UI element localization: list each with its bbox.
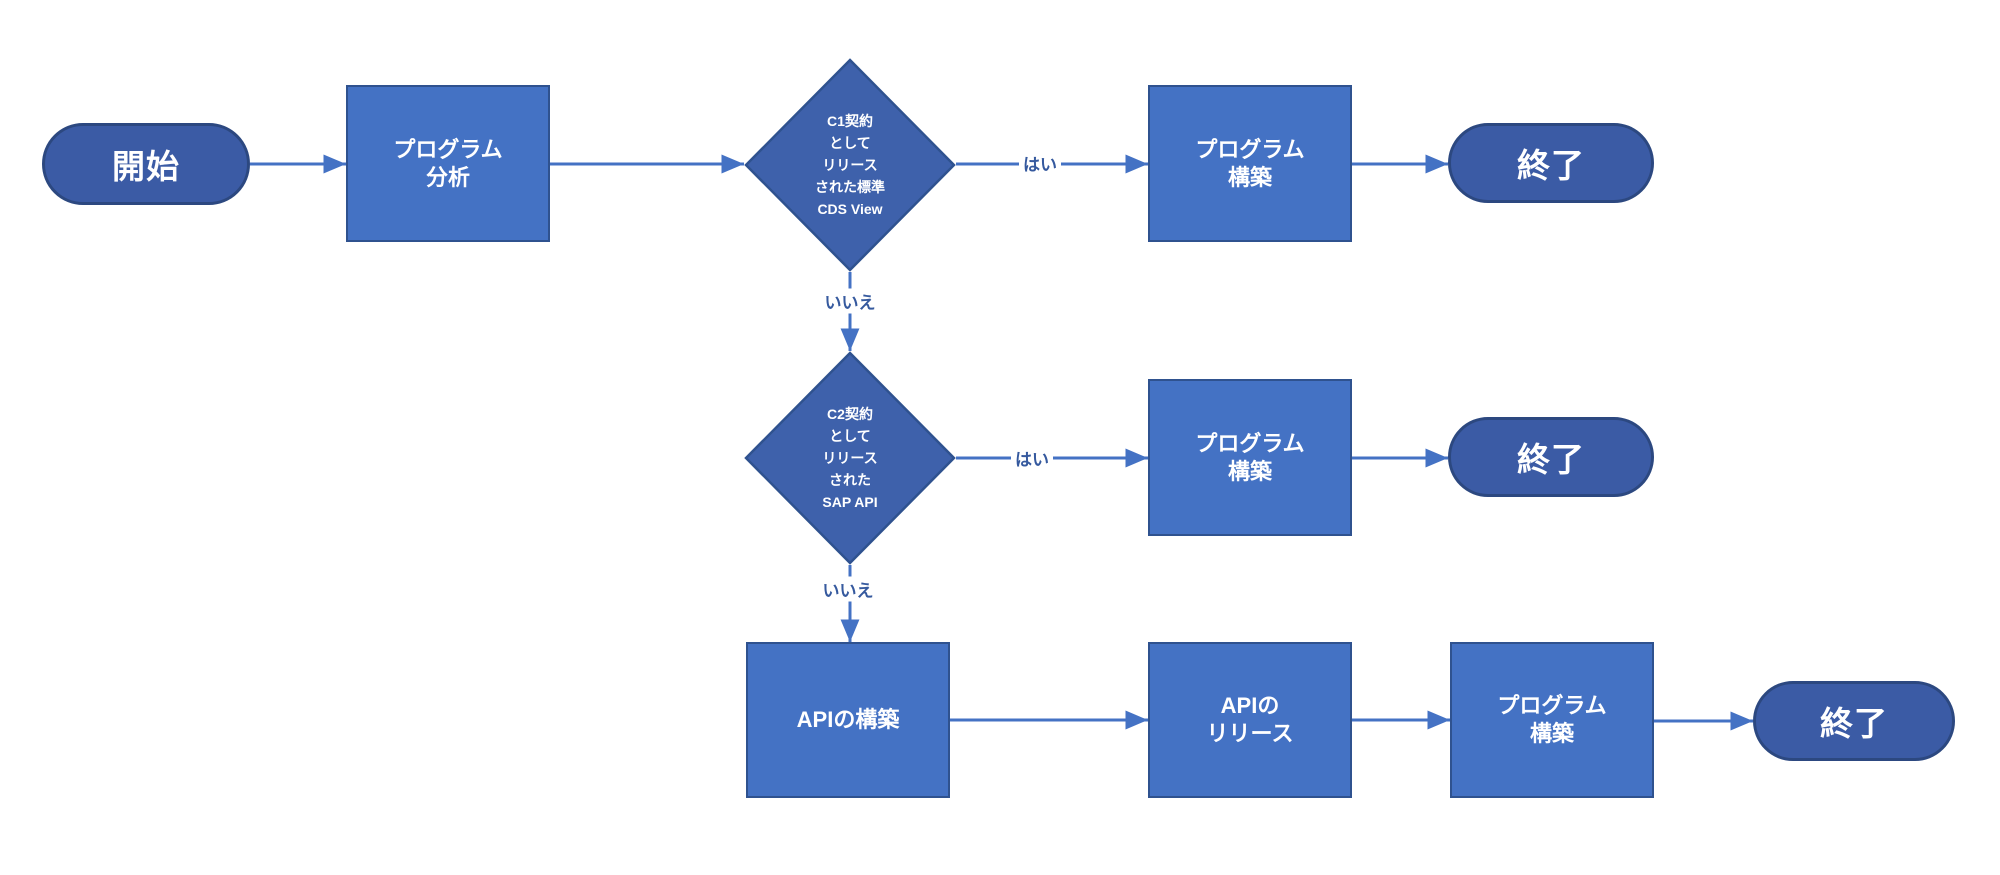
diamond-shape-icon xyxy=(744,351,956,565)
decision-sap-api-label: C2契約 として リリース された SAP API xyxy=(822,406,878,510)
edge-label-no-1: いいえ xyxy=(820,288,880,314)
end-node-1-label: 終了 xyxy=(1517,147,1585,184)
decision-sap-api: C2契約 として リリース された SAP API xyxy=(744,351,956,565)
start-node: 開始 xyxy=(42,123,250,205)
end-node-2: 終了 xyxy=(1448,417,1654,497)
process-program-build-3-label: プログラム 構築 xyxy=(1497,693,1607,746)
edge-label-no-2: いいえ xyxy=(818,576,878,602)
process-api-release-label: APIの リリース xyxy=(1206,693,1294,746)
start-node-label: 開始 xyxy=(112,148,180,185)
decision-cds-view: C1契約 として リリース された標準 CDS View xyxy=(744,58,956,272)
decision-cds-view-label: C1契約 として リリース された標準 CDS View xyxy=(815,113,885,217)
edge-label-yes-2: はい xyxy=(1011,445,1053,471)
process-program-build-1: プログラム 構築 xyxy=(1148,85,1352,242)
process-program-build-2-label: プログラム 構築 xyxy=(1195,430,1305,484)
edge-label-yes-1: はい xyxy=(1019,150,1061,176)
end-node-1: 終了 xyxy=(1448,123,1654,203)
end-node-2-label: 終了 xyxy=(1517,441,1585,478)
process-program-analysis: プログラム 分析 xyxy=(346,85,550,242)
process-api-build: APIの構築 xyxy=(746,642,950,798)
diamond-shape-icon xyxy=(744,58,956,272)
process-program-build-3: プログラム 構築 xyxy=(1450,642,1654,798)
end-node-3: 終了 xyxy=(1753,681,1955,761)
process-program-build-2: プログラム 構築 xyxy=(1148,379,1352,536)
end-node-3-label: 終了 xyxy=(1820,705,1888,742)
process-api-build-label: APIの構築 xyxy=(796,707,900,732)
process-program-analysis-label: プログラム 分析 xyxy=(393,136,503,190)
process-program-build-1-label: プログラム 構築 xyxy=(1195,136,1305,190)
process-api-release: APIの リリース xyxy=(1148,642,1352,798)
